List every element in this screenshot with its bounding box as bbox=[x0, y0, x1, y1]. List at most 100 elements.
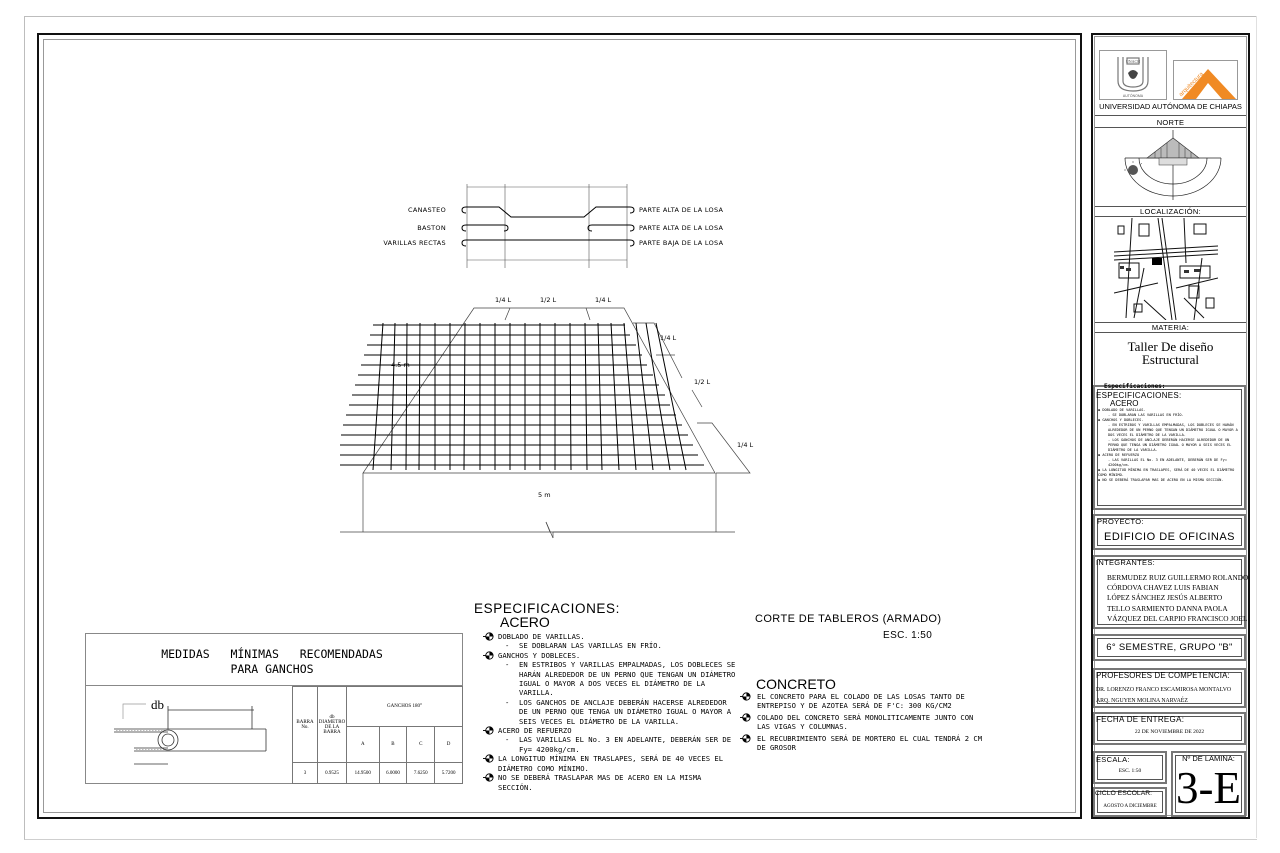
spec-sub-item: -EN ESTRIBOS Y VARILLAS EMPALMADAS, LOS … bbox=[505, 660, 736, 698]
proyecto-panel bbox=[1093, 514, 1246, 550]
mini-specs-panel bbox=[1093, 385, 1246, 510]
mini-acero-heading: ACERO bbox=[1110, 399, 1139, 408]
bar-location-3: PARTE BAJA DE LA LOSA bbox=[639, 239, 724, 247]
ciclo-label: CICLO ESCOLAR: bbox=[1095, 790, 1153, 797]
top-dim-1: 1/4 L bbox=[495, 296, 512, 304]
escala-label: ESCALA: bbox=[1096, 755, 1130, 764]
section-marker-icon bbox=[483, 754, 494, 763]
header-a: A bbox=[346, 726, 380, 763]
north-compass-icon bbox=[1124, 130, 1222, 200]
slab-reinforcement-perspective: 1/4 L 1/2 L 1/4 L 1/4 L 1/2 L 1/4 L 4.5 … bbox=[340, 290, 770, 550]
section-marker-icon bbox=[740, 734, 751, 743]
member-name: BERMUDEZ RUIZ GUILLERMO ROLANDO bbox=[1107, 573, 1249, 582]
bar-location-1: PARTE ALTA DE LA LOSA bbox=[639, 206, 724, 214]
section-marker-icon bbox=[483, 773, 494, 782]
svg-text:5 m: 5 m bbox=[538, 491, 551, 499]
bar-label-baston: BASTON bbox=[417, 224, 446, 232]
mini-specs-list: ◆ DOBLADO DE VARILLAS. - SE DOBLARAN LAS… bbox=[1098, 408, 1242, 483]
professor-name: DR. LORENZO FRANCO ESCAMIROSA MONTALVO bbox=[1096, 687, 1232, 693]
drawing-area-frame bbox=[37, 33, 1082, 819]
localizacion-label: LOCALIZACIÓN: bbox=[1095, 206, 1246, 217]
bar-location-2: PARTE ALTA DE LA LOSA bbox=[639, 224, 724, 232]
bar-label-rectas: VARILLAS RECTAS bbox=[383, 239, 446, 247]
spec-bullet-item: ACERO DE REFUERZO bbox=[482, 726, 737, 735]
section-scale: ESC. 1:50 bbox=[883, 630, 933, 641]
hook-diagram: db bbox=[86, 686, 286, 784]
arquitectura-roof-icon: arquitectura bbox=[1178, 69, 1236, 99]
header-b: B bbox=[378, 726, 408, 763]
db-label: db bbox=[151, 697, 164, 712]
concreto-heading: CONCRETO bbox=[756, 676, 836, 692]
professor-name: ARQ. NGUYEN MOLINA NARVAÉZ bbox=[1096, 698, 1188, 704]
svg-text:AUTÓNOMA: AUTÓNOMA bbox=[1123, 93, 1144, 98]
mini-spec-item: ◆ GANCHOS Y DOBLECES. bbox=[1098, 418, 1144, 422]
profesores-label: PROFESORES DE COMPETENCIA: bbox=[1096, 671, 1230, 680]
bar-label-canasteo: CANASTEO bbox=[407, 206, 446, 214]
section-marker-icon bbox=[483, 632, 494, 641]
svg-text:1/2 L: 1/2 L bbox=[694, 378, 711, 386]
mini-specs-title: ESPECIFICACIONES: bbox=[1096, 391, 1182, 400]
site-map-image bbox=[1113, 217, 1219, 321]
member-name: LÓPEZ SÁNCHEZ JESÚS ALBERTO bbox=[1107, 593, 1223, 603]
proyecto-value: EDIFICIO DE OFICINAS bbox=[1103, 531, 1235, 543]
section-marker-icon bbox=[740, 692, 751, 701]
profesores-panel bbox=[1093, 668, 1246, 708]
sheet-outer-border-right bbox=[1256, 16, 1257, 838]
arquitectura-logo: arquitectura bbox=[1173, 60, 1238, 100]
mini-spec-item: ◆ NO SE DEBERÁ TRASLAPAR MAS DE ACERO EN… bbox=[1098, 478, 1224, 482]
location-map bbox=[1113, 217, 1219, 321]
profesores-list: DR. LORENZO FRANCO ESCAMIROSA MONTALVO A… bbox=[1096, 685, 1231, 707]
norte-label: NORTE bbox=[1095, 118, 1246, 128]
concreto-item: EL RECUBRIMIENTO SERÁ DE MORTERO EL CUAL… bbox=[740, 734, 990, 753]
section-title: CORTE DE TABLEROS (ARMADO) bbox=[755, 613, 942, 625]
title-block-frame bbox=[1091, 33, 1250, 819]
divider bbox=[1095, 115, 1246, 116]
ciclo-value: AGOSTO A DICIEMBRE bbox=[1103, 804, 1157, 809]
ciclo-panel bbox=[1093, 787, 1167, 817]
spec-bullet-item: DOBLADO DE VARILLAS. bbox=[482, 632, 737, 641]
spec-bullet-item: GANCHOS Y DOBLECES. bbox=[482, 651, 737, 660]
sheet-outer-border bbox=[24, 16, 1257, 840]
unach-logo: UNACH AUTÓNOMA bbox=[1099, 50, 1167, 100]
mini-specs-stamp: Especificaciones: bbox=[1104, 383, 1166, 390]
spec-sub-item: -LAS VARILLAS EL No. 3 EN ADELANTE, DEBE… bbox=[505, 735, 732, 754]
fecha-value: 22 DE NOVIEMBRE DE 2022 bbox=[1134, 729, 1205, 735]
hooks-table-title-1: MEDIDAS MÍNIMAS RECOMENDADAS bbox=[161, 647, 383, 661]
hooks-table-panel: MEDIDAS MÍNIMAS RECOMENDADAS PARA GANCHO… bbox=[85, 633, 463, 784]
acero-heading: ACERO bbox=[500, 614, 550, 630]
section-marker-icon bbox=[483, 726, 494, 735]
integrantes-label: INTEGRANTES: bbox=[1096, 558, 1156, 567]
semestre-panel bbox=[1093, 634, 1246, 661]
north-arrow-diagram bbox=[1095, 130, 1246, 205]
slab-rebar-drawing: 1/4 L 1/2 L 1/4 L 1/4 L 1/2 L 1/4 L 4.5 … bbox=[340, 296, 754, 539]
integrantes-list: BERMUDEZ RUIZ GUILLERMO ROLANDO CÓRDOVA … bbox=[1107, 573, 1248, 624]
bar-types-diagram: CANASTEO BASTON VARILLAS RECTAS PARTE AL… bbox=[380, 180, 740, 270]
spec-sub-item: -SE DOBLARAN LAS VARILLAS EN FRÍO. bbox=[505, 641, 662, 651]
materia-label: MATERIA: bbox=[1095, 322, 1246, 333]
hooks-table-divider bbox=[86, 685, 462, 686]
concreto-specs-list: EL CONCRETO PARA EL COLADO DE LAS LOSAS … bbox=[740, 692, 990, 752]
header-d: D bbox=[434, 726, 463, 763]
member-name: CÓRDOVA CHAVEZ LUIS FABIAN bbox=[1107, 583, 1219, 593]
hooks-dimensions-table: BARRA No. db DIAMETRO DE LA BARRA GANCHO… bbox=[292, 686, 463, 784]
university-name: UNIVERSIDAD AUTÓNOMA DE CHIAPAS bbox=[1099, 102, 1242, 111]
university-crest-icon: UNACH AUTÓNOMA bbox=[1117, 57, 1149, 98]
member-name: VÁZQUEZ DEL CARPIO FRANCISCO JOEL bbox=[1107, 613, 1248, 623]
bar-types-drawing bbox=[461, 184, 635, 268]
spec-bullet-item: NO SE DEBERÁ TRASLAPAR MAS DE ACERO EN L… bbox=[482, 773, 737, 792]
svg-text:4.5 m: 4.5 m bbox=[391, 361, 410, 369]
svg-text:1/4 L: 1/4 L bbox=[660, 334, 677, 342]
hooks-table-title-2: PARA GANCHOS bbox=[230, 662, 314, 676]
escala-value: ESC. 1:50 bbox=[1118, 768, 1142, 774]
header-diametro: db DIAMETRO DE LA BARRA bbox=[317, 686, 347, 763]
svg-text:1/4 L: 1/4 L bbox=[737, 441, 754, 449]
mini-spec-item: ◆ DOBLADO DE VARILLAS. bbox=[1098, 408, 1146, 412]
header-barra: BARRA No. bbox=[292, 686, 318, 763]
member-name: TELLO SARMIENTO DANNA PAOLA bbox=[1107, 603, 1228, 613]
mini-spec-sub: - LAS VARILLAS EL No. 3 EN ADELANTE, DEB… bbox=[1108, 458, 1227, 467]
header-c: C bbox=[406, 726, 436, 763]
concreto-item: EL CONCRETO PARA EL COLADO DE LAS LOSAS … bbox=[740, 692, 990, 711]
table-row: 3 0.9525 14.9500 6.0000 7.6250 5.7200 bbox=[292, 762, 463, 784]
mini-spec-item: ◆ LA LONGITUD MÍNIMA EN TRASLAPES, SERÁ … bbox=[1098, 468, 1235, 477]
proyecto-label: PROYECTO: bbox=[1097, 517, 1144, 526]
